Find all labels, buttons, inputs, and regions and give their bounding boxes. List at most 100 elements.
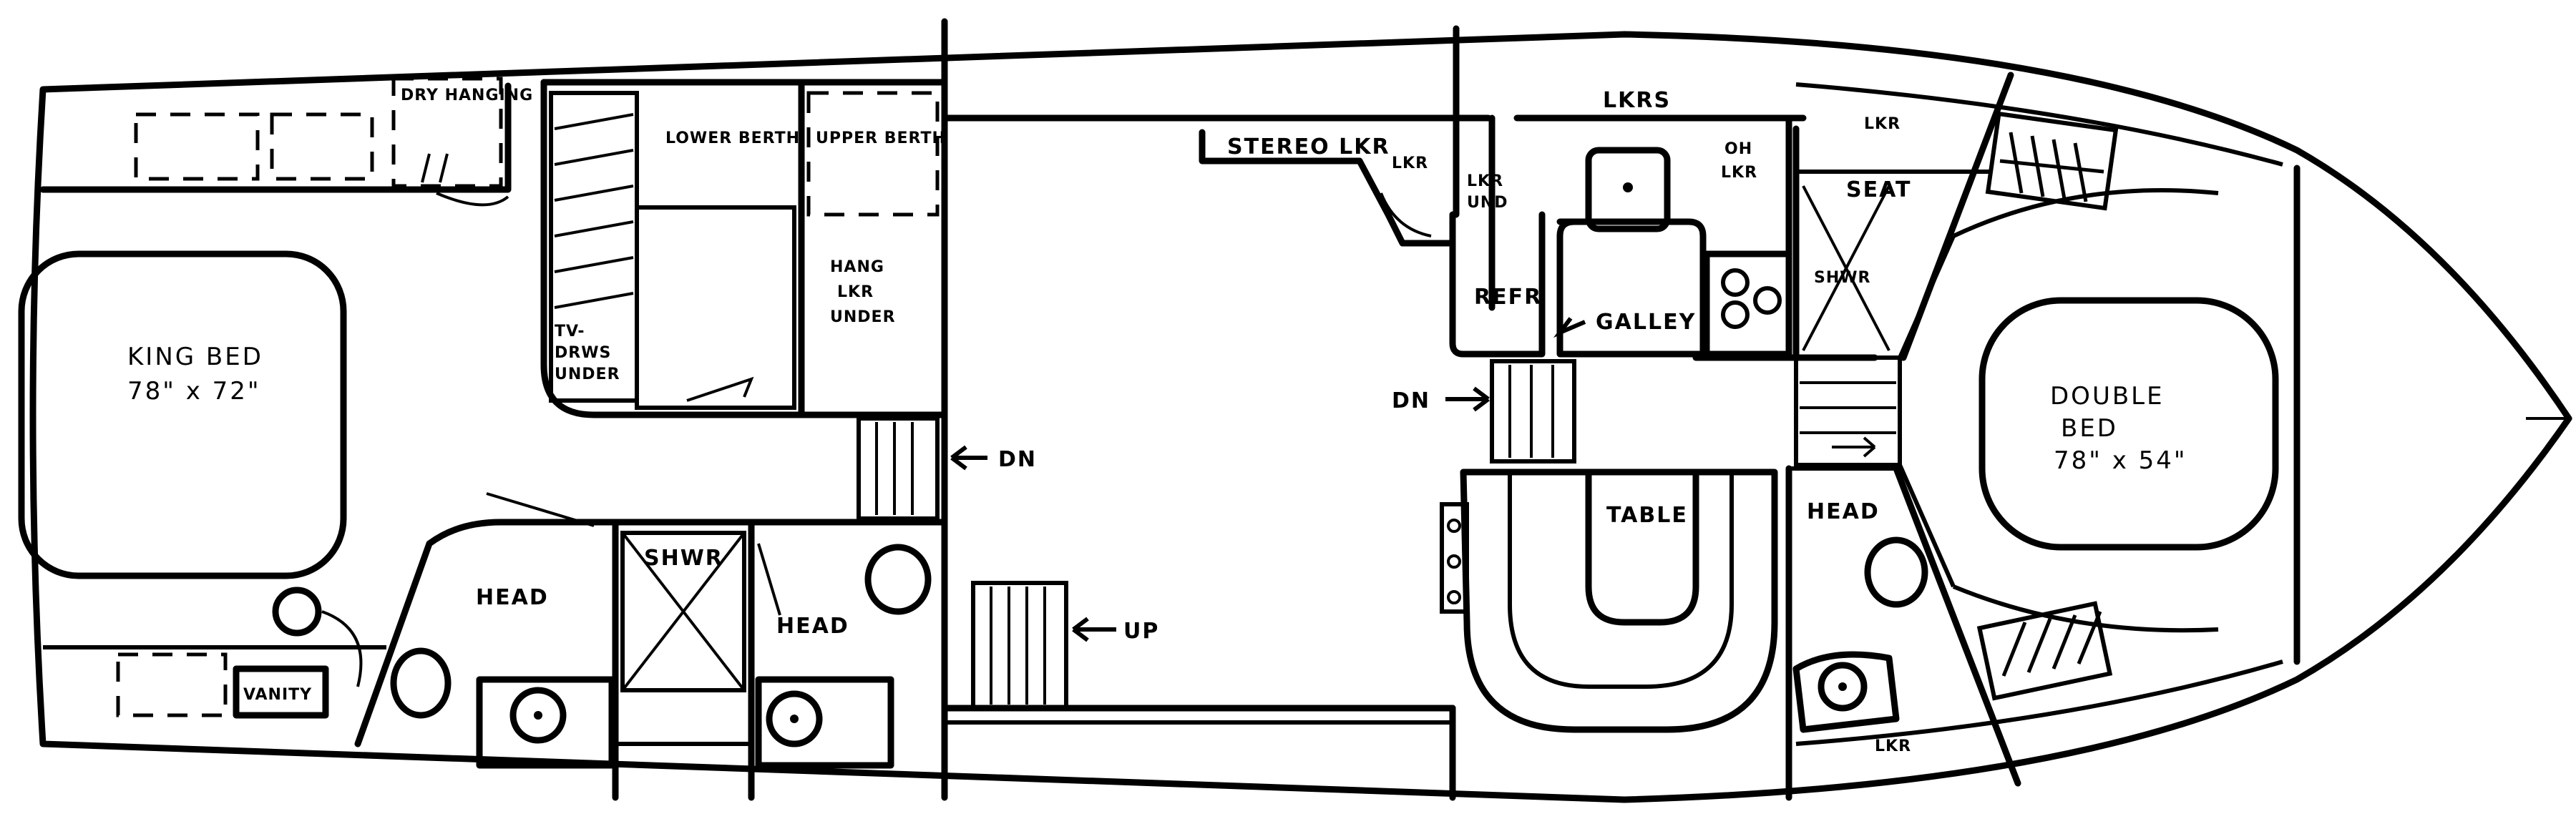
hanging-rod-1 <box>421 153 431 183</box>
panel-knob-3 <box>1447 590 1461 604</box>
seat-label: SEAT <box>1846 177 1911 202</box>
stereo-lkr-label: STEREO LKR <box>1227 134 1390 160</box>
lower-berth-arrow <box>686 376 754 402</box>
dn-galley-arrow <box>1445 386 1490 412</box>
lkr-fwd-top-label: LKR <box>1864 115 1901 133</box>
galley-stairs <box>1490 359 1576 464</box>
tv-drws-label-3: UNDER <box>555 366 620 383</box>
aft-stairs-treads <box>875 422 914 515</box>
lkr-und-label-1: LKR <box>1467 172 1503 190</box>
vberth-inner-bottom <box>1952 584 2219 633</box>
double-bed-label: DOUBLE <box>2050 382 2165 411</box>
vanity <box>233 665 329 719</box>
aft-head-wall <box>354 519 619 747</box>
fwd-head-sink-counter <box>1792 651 1900 733</box>
vberth-hatch-top <box>1985 111 2119 211</box>
lower-berth-label: LOWER BERTH <box>665 129 800 147</box>
oh-lkr-label-2: LKR <box>1721 164 1757 182</box>
stereo-lkr-door <box>1380 192 1432 237</box>
mid-head-sink-counter <box>755 676 894 769</box>
vanity-label: VANITY <box>243 686 312 704</box>
fwd-head-label: HEAD <box>1807 499 1880 524</box>
lkrs-top-label: LKRS <box>1603 88 1671 113</box>
double-bed-label-2: BED <box>2061 414 2118 443</box>
aft-cabinet-3 <box>116 652 228 717</box>
aft-stool <box>272 587 322 637</box>
vberth-inner-left-bottom <box>1898 464 1956 588</box>
up-arrow <box>1072 617 1116 642</box>
mid-head-door-swing <box>757 543 781 616</box>
stove-burner-3 <box>1753 286 1782 315</box>
fwd-head-sink-drain <box>1838 682 1847 691</box>
shower-x-2 <box>621 531 746 692</box>
shwr-fwd-x-2 <box>1802 185 1890 351</box>
dinette-control-panel <box>1440 502 1469 614</box>
oh-lkr-label-1: OH <box>1724 140 1752 158</box>
panel-knob-2 <box>1447 554 1461 569</box>
shower-aft-label: SHWR <box>644 546 723 571</box>
aft-head-label: HEAD <box>476 585 549 610</box>
aft-stairs <box>857 416 940 521</box>
up-stairs-treads <box>990 587 1046 705</box>
tv-drws-label-1: TV- <box>555 323 585 340</box>
hull-inner-fwd <box>1795 82 2283 167</box>
tv-drws-label-2: DRWS <box>555 344 611 362</box>
aft-head-sink-counter <box>476 676 615 769</box>
hang-lkr-label-3: UNDER <box>830 308 896 326</box>
aft-stateroom-wall <box>39 82 512 193</box>
galley-stove <box>1703 250 1792 358</box>
aft-head-sink <box>509 687 567 744</box>
vberth-wall-bottom-diag <box>1893 465 2021 787</box>
aft-cabinet-1 <box>134 112 260 181</box>
galley-arrow <box>1553 317 1586 338</box>
galley-stairs-treads <box>1508 365 1554 458</box>
up-stairs <box>971 581 1068 710</box>
lkr-galley-top-label: LKR <box>1392 154 1428 172</box>
lkr-und-label-2: UND <box>1467 194 1508 212</box>
aft-door-arc <box>321 610 363 687</box>
fwd-head-sink <box>1818 662 1868 712</box>
aft-head-toilet <box>390 647 452 719</box>
dinette-seat-outer <box>1460 469 1778 733</box>
vberth-hatch-top-lines <box>1999 132 2104 202</box>
galley-counter <box>1556 218 1707 358</box>
fwd-stairs-arrow <box>1832 436 1876 458</box>
galley-label: GALLEY <box>1596 310 1696 335</box>
aft-head-door-swing <box>486 492 595 527</box>
vberth-inner-top <box>1952 188 2219 238</box>
hull-outline <box>29 31 2572 803</box>
upper-berth <box>806 91 940 217</box>
refr-unit <box>1449 211 1546 358</box>
king-bed-label: KING BED <box>127 343 263 371</box>
refr-label: REFR <box>1474 285 1542 310</box>
panel-knob-1 <box>1447 519 1461 533</box>
stove-burner-2 <box>1721 300 1750 329</box>
dry-hanging-locker <box>391 77 503 188</box>
vberth-hatch-bottom <box>1976 601 2113 701</box>
mid-head-toilet <box>864 544 932 615</box>
mid-head-label: HEAD <box>776 614 849 639</box>
mid-head-sink-drain <box>790 715 799 723</box>
aft-cabinet-2 <box>270 112 374 181</box>
fwd-head-toilet <box>1864 536 1928 608</box>
dinette-table <box>1585 469 1699 626</box>
up-label: UP <box>1123 619 1159 644</box>
dn-galley-label: DN <box>1392 388 1430 413</box>
dn-mid-label: DN <box>998 447 1037 472</box>
dinette-seat-inner <box>1508 472 1734 689</box>
tv-drawer-lines <box>554 113 634 309</box>
vberth-inner-left-top <box>1898 235 1956 359</box>
stereo-locker <box>1199 129 1456 247</box>
stove-burner-1 <box>1721 268 1750 297</box>
mid-head-sink <box>766 690 823 747</box>
vberth-hatch-bottom-lines <box>2001 611 2102 677</box>
upper-berth-label: UPPER BERTH <box>816 129 946 147</box>
double-bed-size-label: 78" x 54" <box>2054 446 2187 475</box>
hanging-rod-2 <box>439 153 449 183</box>
hang-lkr-label-1: HANG <box>830 258 884 276</box>
hang-lkr-label-2: LKR <box>837 283 874 301</box>
king-bed-size-label: 78" x 72" <box>127 377 261 406</box>
fwd-stairs <box>1794 355 1902 467</box>
aft-door-swing <box>436 192 509 207</box>
